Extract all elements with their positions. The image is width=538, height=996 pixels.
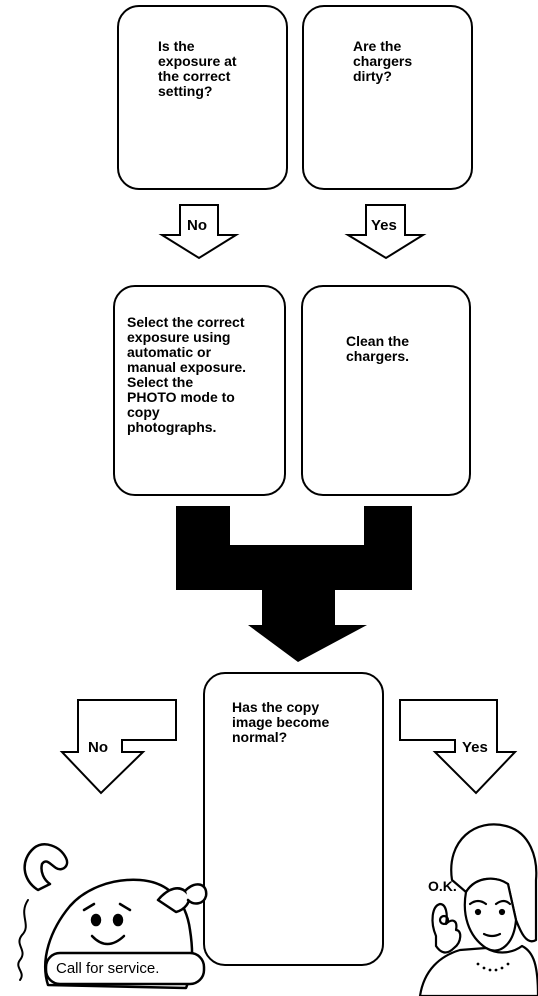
yes-arrow-shape: [344, 204, 427, 260]
exposure-action-text: Select the correct exposure using automa…: [127, 314, 247, 435]
call-for-service-label: Call for service.: [56, 960, 160, 977]
no-result-arrow-shape: [59, 699, 177, 795]
exposure-question-text: Is the exposure at the correct setting?: [158, 38, 237, 99]
woman-illustration: [418, 823, 538, 996]
yes-result-arrow-shape: [399, 699, 518, 795]
no-arrow-shape: [158, 204, 240, 260]
exposure-question-box: [117, 5, 288, 190]
no-result-arrow-label: No: [88, 739, 108, 756]
no-arrow-label: No: [187, 217, 207, 234]
exposure-action-box: [113, 285, 286, 496]
telephone-illustration: [17, 843, 208, 990]
chargers-action-text: Clean the chargers.: [346, 333, 410, 364]
result-question-text: Has the copy image become normal?: [232, 699, 330, 745]
ok-label: O.K.: [428, 878, 457, 894]
result-question-box: [203, 672, 384, 966]
merge-arrow: [176, 506, 412, 662]
chargers-question-text: Are the chargers dirty?: [353, 38, 413, 84]
yes-arrow-label: Yes: [371, 217, 397, 234]
chargers-action-box: [301, 285, 471, 496]
chargers-question-box: [302, 5, 473, 190]
yes-result-arrow-label: Yes: [462, 739, 488, 756]
